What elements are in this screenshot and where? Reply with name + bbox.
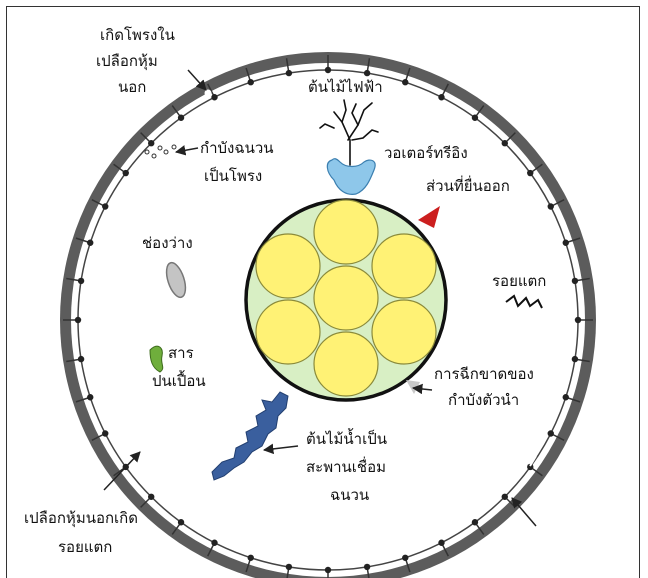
sheath-stud [472, 519, 478, 525]
water-tree-bowtie-label: วอเตอร์ทรีอิง [384, 144, 468, 162]
electrical-tree-label: ต้นไม้ไฟฟ้า [308, 78, 383, 96]
outer-sheath-void-label-1: เกิดโพรงใน [100, 26, 175, 44]
sheath-stud [438, 540, 444, 546]
sheath-stud [211, 540, 217, 546]
sheath-stud [527, 170, 533, 176]
sheath-stud [572, 356, 578, 362]
sheath-stud [548, 430, 554, 436]
sheath-stud [248, 79, 254, 85]
sheath-stud [87, 394, 93, 400]
insulation-void [145, 150, 149, 154]
sheath-stud [572, 278, 578, 284]
sheath-stud [75, 317, 81, 323]
conductor-strand [256, 300, 320, 364]
cavity-label: ช่องว่าง [142, 234, 193, 252]
insulation-voids-label-1: กำบังฉนวน [200, 139, 274, 157]
conductor-strand [372, 300, 436, 364]
sheath-stud [438, 94, 444, 100]
outer-sheath-void-label-2: เปลือกหุ้ม [96, 52, 158, 71]
sheath-stud [402, 555, 408, 561]
sheath-stud [211, 94, 217, 100]
sheath-stud [364, 70, 370, 76]
sheath-stud [472, 115, 478, 121]
conductor-strand [314, 332, 378, 396]
water-tree-bridge-label-1: ต้นไม้น้ำเป็น [306, 428, 387, 448]
outer-sheath-void-label-3: นอก [118, 78, 146, 96]
shield-tear-label-2: กำบังตัวนำ [448, 391, 519, 409]
sheath-stud [502, 140, 508, 146]
sheath-stud [148, 494, 154, 500]
sheath-stud [502, 494, 508, 500]
contaminant-label-1: สาร [168, 344, 194, 362]
sheath-stud [102, 203, 108, 209]
sheath-stud [402, 79, 408, 85]
sheath-stud [286, 564, 292, 570]
sheath-stud [575, 317, 581, 323]
sheath-stud [87, 240, 93, 246]
sheath-stud [325, 567, 331, 573]
crack-label: รอยแตก [492, 272, 546, 290]
sheath-stud [148, 140, 154, 146]
water-tree-bridge-label-2: สะพานเชื่อม [306, 456, 386, 476]
sheath-stud [563, 394, 569, 400]
conductor-strand [372, 234, 436, 298]
sheath-stud [563, 240, 569, 246]
insulation-voids-label-2: เป็นโพรง [204, 166, 262, 185]
conductor-strand [256, 234, 320, 298]
water-tree-bridge-label-3: ฉนวน [330, 486, 369, 504]
conductor-strand [314, 266, 378, 330]
sheath-stud [123, 170, 129, 176]
protrusion-label: ส่วนที่ยื่นออก [426, 175, 510, 195]
sheath-stud [178, 519, 184, 525]
sheath-stud [178, 115, 184, 121]
shield-tear-label-1: การฉีกขาดของ [434, 365, 534, 383]
sheath-stud [102, 430, 108, 436]
sheath-stud [364, 564, 370, 570]
sheath-stud [548, 203, 554, 209]
sheath-crack-label-2: รอยแตก [58, 538, 112, 556]
conductor-strand [314, 200, 378, 264]
sheath-stud [248, 555, 254, 561]
sheath-stud [286, 70, 292, 76]
insulation-void [164, 150, 168, 154]
insulation-void [158, 146, 162, 150]
insulation-void [152, 154, 156, 158]
sheath-void [205, 90, 212, 97]
sheath-stud [78, 356, 84, 362]
sheath-crack-label-1: เปลือกหุ้มนอกเกิด [24, 509, 138, 528]
sheath-stud [325, 67, 331, 73]
insulation-void [172, 145, 176, 149]
contaminant-label-2: ปนเปื้อน [152, 370, 206, 390]
sheath-stud [78, 278, 84, 284]
